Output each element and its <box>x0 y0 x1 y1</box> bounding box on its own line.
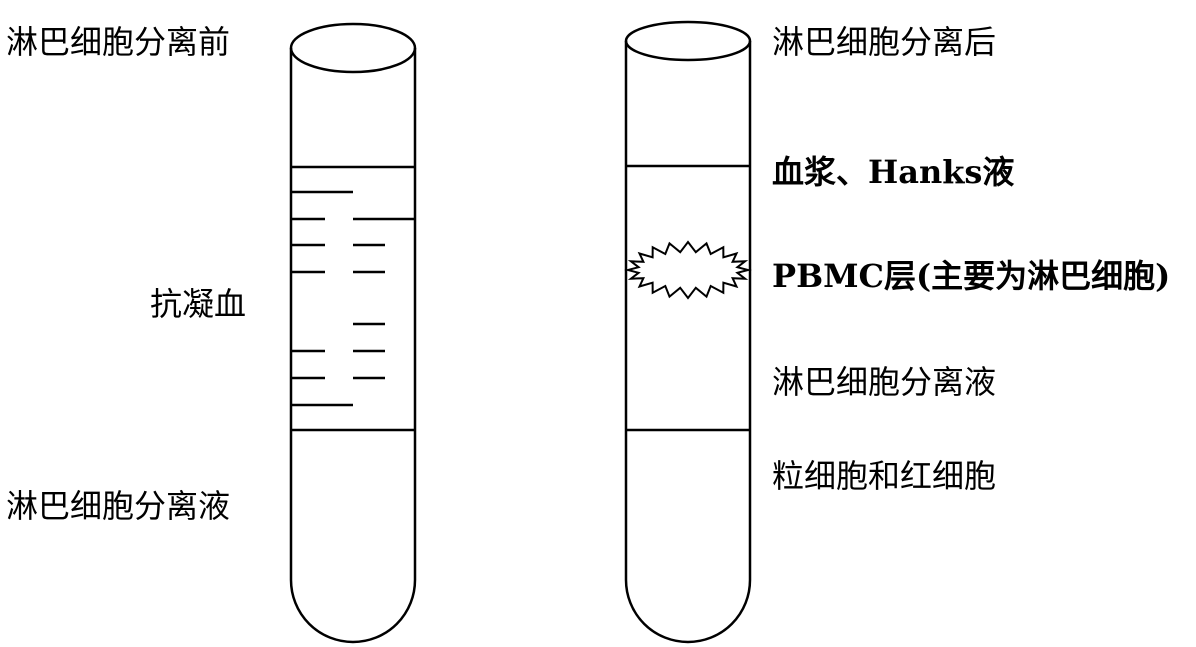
pbmc-band-zigzag <box>624 240 752 300</box>
plasma-hanks-label: 血浆、Hanks液 <box>772 153 1015 191</box>
left-tube-mouth <box>289 22 417 74</box>
left-tube-body <box>289 48 417 644</box>
right-tube <box>624 20 752 644</box>
pbmc-layer-label: PBMC层(主要为淋巴细胞) <box>772 257 1171 295</box>
right-separation-medium-label: 淋巴细胞分离液 <box>772 363 997 401</box>
granulocyte-erythrocyte-label: 粒细胞和红细胞 <box>772 457 997 495</box>
left-separation-medium-label: 淋巴细胞分离液 <box>6 487 231 525</box>
right-tube-title: 淋巴细胞分离后 <box>772 23 997 61</box>
right-tube-mouth <box>624 20 752 62</box>
left-tube-blood-hatching <box>291 190 415 407</box>
anticoagulated-blood-label: 抗凝血 <box>150 285 247 323</box>
left-tube <box>289 22 417 644</box>
right-tube-body <box>624 41 752 644</box>
left-tube-title: 淋巴细胞分离前 <box>6 23 231 61</box>
